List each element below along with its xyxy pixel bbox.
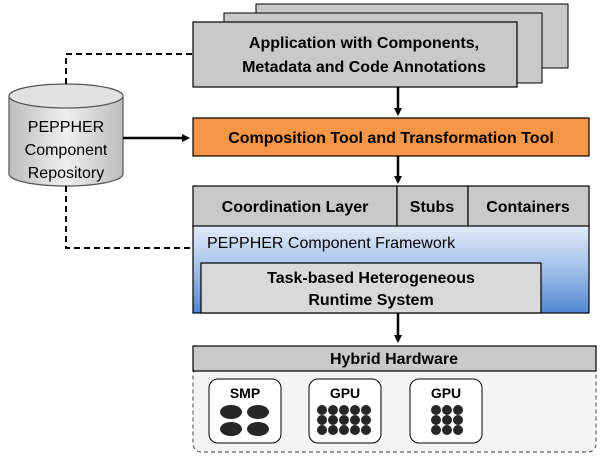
- component-framework-label: PEPPHER Component Framework: [207, 235, 456, 252]
- gpu-unit-2-label: GPU: [431, 385, 461, 401]
- gpu-unit-1: GPU: [308, 378, 382, 444]
- repository-label-line3: Repository: [28, 165, 104, 182]
- coordination-layer-label: Coordination Layer: [222, 199, 369, 216]
- hybrid-hardware-header: [192, 345, 597, 372]
- containers-label: Containers: [486, 199, 570, 216]
- stubs-box: [396, 185, 469, 227]
- hybrid-hardware-area: [192, 366, 597, 453]
- repository-label-line1: PEPPHER: [28, 119, 104, 136]
- application-label-line2: Metadata and Code Annotations: [242, 59, 486, 76]
- component-repository: [8, 83, 124, 187]
- runtime-system-box: [200, 262, 542, 314]
- coordination-layer-box: [192, 185, 398, 227]
- composition-tool-box: [192, 117, 590, 157]
- runtime-label-line2: Runtime System: [308, 292, 433, 309]
- application-box: [192, 21, 518, 88]
- gpu-unit-1-label: GPU: [330, 385, 360, 401]
- stubs-label: Stubs: [410, 199, 455, 216]
- composition-tool-label: Composition Tool and Transformation Tool: [228, 130, 554, 147]
- dashed-link-repo-to-application: [65, 53, 193, 84]
- repository-label-line2: Component: [25, 142, 108, 159]
- runtime-label-line1: Task-based Heterogeneous: [267, 270, 475, 287]
- dashed-link-repo-to-framework: [65, 186, 193, 249]
- containers-box: [467, 185, 590, 227]
- smp-unit-label: SMP: [230, 385, 260, 401]
- gpu-1-cores-icon: [317, 405, 371, 435]
- gpu-2-cores-icon: [431, 405, 463, 435]
- smp-unit: SMP: [208, 378, 282, 444]
- hybrid-hardware-label: Hybrid Hardware: [330, 351, 458, 368]
- application-label-line1: Application with Components,: [249, 35, 479, 52]
- smp-cores-icon: [220, 405, 269, 436]
- gpu-unit-2: GPU: [409, 378, 483, 444]
